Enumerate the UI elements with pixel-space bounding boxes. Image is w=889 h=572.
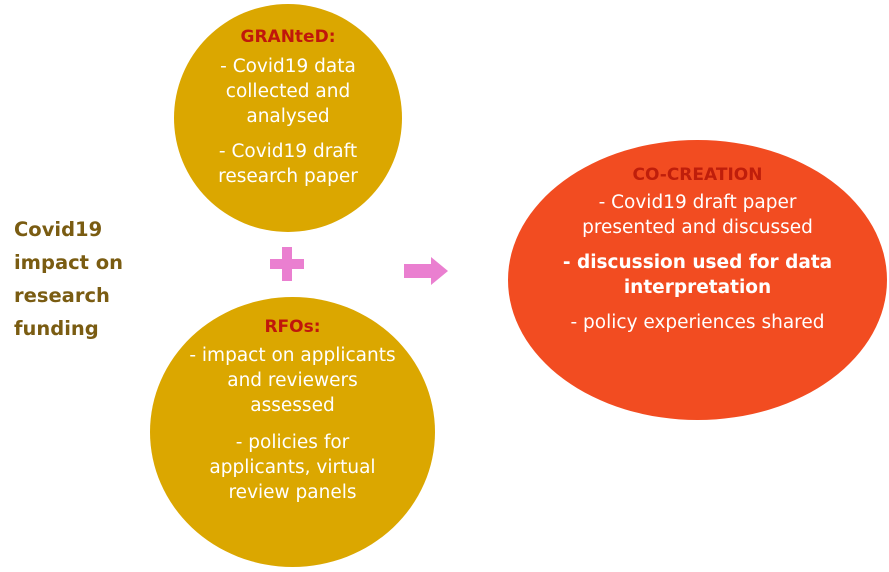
rfos-circle: RFOs: - impact on applicants and reviewe…	[150, 297, 435, 567]
cocreation-title: CO-CREATION	[632, 165, 763, 185]
rfos-item: - policies for applicants, virtual revie…	[209, 432, 376, 503]
cocreation-circle: CO-CREATION - Covid19 draft paper presen…	[508, 140, 887, 420]
side-label-line: research	[14, 284, 110, 307]
side-label-covid19-impact: Covid19 impact on research funding	[14, 213, 144, 345]
side-label-line: Covid19	[14, 218, 103, 241]
plus-icon	[270, 247, 304, 285]
side-label-line: funding	[14, 317, 99, 340]
cocreation-item: - policy experiences shared	[570, 312, 825, 333]
rfos-item: - impact on applicants and reviewers ass…	[189, 345, 396, 416]
rfos-title: RFOs:	[264, 317, 321, 337]
cocreation-item: - Covid19 draft paper presented and disc…	[582, 192, 813, 238]
granted-item-list: - Covid19 data collected and analysed - …	[200, 48, 376, 189]
granted-item: - Covid19 data collected and analysed	[220, 56, 356, 127]
cocreation-item: - discussion used for data interpretatio…	[562, 252, 833, 298]
granted-circle: GRANteD: - Covid19 data collected and an…	[174, 4, 402, 232]
arrow-right-icon	[404, 257, 448, 289]
cocreation-item-list: - Covid19 draft paper presented and disc…	[553, 186, 843, 335]
side-label-line: impact on	[14, 251, 124, 274]
granted-item: - Covid19 draft research paper	[218, 141, 358, 187]
granted-title: GRANteD:	[240, 27, 336, 47]
rfos-item-list: - impact on applicants and reviewers ass…	[185, 338, 400, 505]
